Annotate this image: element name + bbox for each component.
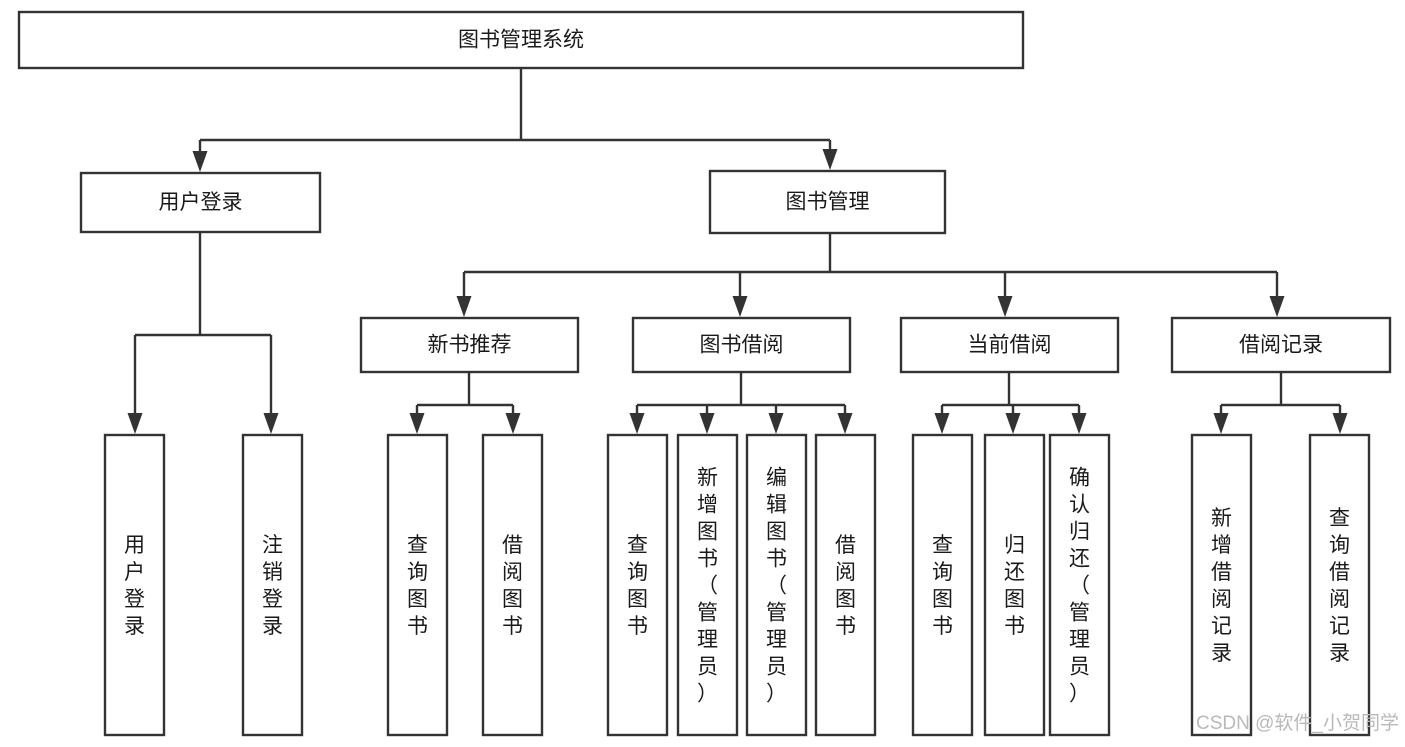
arrow-new-book-recommend-icon [456,296,472,317]
node-book-management[interactable]: 图书管理 [708,169,947,235]
node-label-new-book-recommend: 新书推荐 [428,334,512,357]
node-box-leaf-query-book-borrow[interactable] [606,433,669,737]
node-root[interactable]: 图书管理系统 [17,10,1025,70]
node-box-user-login[interactable] [79,171,322,234]
node-box-leaf-add-borrow-record[interactable] [1190,433,1253,737]
node-leaf-add-book-admin[interactable]: 新增图书（管理员） [676,433,739,737]
node-box-new-book-recommend[interactable] [359,316,580,374]
node-box-leaf-query-borrow-record[interactable] [1308,433,1371,737]
node-box-leaf-logout[interactable] [241,433,304,737]
node-label-book-management: 图书管理 [786,191,870,214]
node-label-leaf-borrow-book-recommend: 借阅图书 [502,534,523,638]
node-label-leaf-query-book-current: 查询图书 [932,534,953,638]
node-leaf-query-book-current[interactable]: 查询图书 [911,433,974,737]
node-box-leaf-user-login[interactable] [103,433,166,737]
node-label-borrow-record: 借阅记录 [1239,334,1323,357]
node-label-leaf-borrow-book: 借阅图书 [835,534,856,638]
node-label-leaf-user-login: 用户登录 [124,534,145,638]
node-box-leaf-query-book-recommend[interactable] [386,433,449,737]
arrow-current-borrow-icon [997,296,1013,317]
node-leaf-logout[interactable]: 注销登录 [241,433,304,737]
node-label-leaf-return-book: 归还图书 [1004,534,1025,638]
node-box-leaf-borrow-book-recommend[interactable] [481,433,544,737]
node-label-leaf-query-book-recommend: 查询图书 [407,534,428,638]
arrow-user-login-icon [192,151,208,172]
node-box-root[interactable] [17,10,1025,70]
arrow-book-borrow-icon [732,296,748,317]
arrow-leaf-9-icon [934,413,950,434]
arrow-leaf-10-icon [1005,413,1021,434]
node-box-book-management[interactable] [708,169,947,235]
node-leaf-add-borrow-record[interactable]: 新增借阅记录 [1190,433,1253,737]
node-leaf-return-book[interactable]: 归还图书 [983,433,1046,737]
node-leaf-confirm-return-admin[interactable]: 确认归还（管理员） [1048,433,1111,737]
arrow-borrow-record-icon [1269,296,1285,317]
node-box-current-borrow[interactable] [899,316,1120,374]
arrow-leaf-5-icon [629,413,645,434]
node-leaf-borrow-book[interactable]: 借阅图书 [814,433,877,737]
node-box-leaf-confirm-return-admin[interactable] [1048,433,1111,737]
watermark-layer: CSDN @软件_小贺同学 [1196,712,1399,734]
node-label-leaf-add-book-admin: 新增图书（管理员） [697,467,718,706]
arrow-leaf-12-icon [1213,413,1229,434]
nodes-layer: 图书管理系统用户登录图书管理新书推荐图书借阅当前借阅借阅记录用户登录注销登录查询… [17,10,1392,737]
node-new-book-recommend[interactable]: 新书推荐 [359,316,580,374]
node-label-leaf-edit-book-admin: 编辑图书（管理员） [766,467,787,706]
node-leaf-user-login[interactable]: 用户登录 [103,433,166,737]
arrow-leaf-3-icon [409,413,425,434]
arrowheads-layer [127,149,1348,434]
node-label-book-borrow: 图书借阅 [700,334,784,357]
node-label-leaf-query-book-borrow: 查询图书 [627,534,648,638]
node-label-leaf-logout: 注销登录 [262,534,283,638]
arrow-leaf-4-icon [505,413,521,434]
node-box-borrow-record[interactable] [1170,316,1392,374]
node-current-borrow[interactable]: 当前借阅 [899,316,1120,374]
node-borrow-record[interactable]: 借阅记录 [1170,316,1392,374]
node-label-root: 图书管理系统 [458,29,584,52]
arrow-leaf-11-icon [1071,413,1087,434]
node-box-leaf-add-book-admin[interactable] [676,433,739,737]
arrow-leaf-7-icon [768,413,784,434]
arrow-leaf-13-icon [1332,413,1348,434]
node-box-book-borrow[interactable] [631,316,852,374]
node-leaf-borrow-book-recommend[interactable]: 借阅图书 [481,433,544,737]
node-box-leaf-return-book[interactable] [983,433,1046,737]
node-label-leaf-add-borrow-record: 新增借阅记录 [1211,507,1232,665]
node-leaf-query-book-recommend[interactable]: 查询图书 [386,433,449,737]
arrow-leaf-1-icon [127,413,143,434]
arrow-leaf-6-icon [699,413,715,434]
node-label-current-borrow: 当前借阅 [968,334,1052,357]
csdn-watermark: CSDN @软件_小贺同学 [1196,712,1399,734]
arrow-leaf-8-icon [837,413,853,434]
arrow-book-management-icon [822,149,838,170]
node-box-leaf-borrow-book[interactable] [814,433,877,737]
node-box-leaf-edit-book-admin[interactable] [745,433,808,737]
connectors-layer [133,68,1342,428]
node-book-borrow[interactable]: 图书借阅 [631,316,852,374]
node-label-leaf-confirm-return-admin: 确认归还（管理员） [1069,467,1090,706]
node-leaf-query-borrow-record[interactable]: 查询借阅记录 [1308,433,1371,737]
node-label-leaf-query-borrow-record: 查询借阅记录 [1329,507,1350,665]
arrow-leaf-2-icon [263,413,279,434]
node-leaf-edit-book-admin[interactable]: 编辑图书（管理员） [745,433,808,737]
node-leaf-query-book-borrow[interactable]: 查询图书 [606,433,669,737]
node-user-login[interactable]: 用户登录 [79,171,322,234]
node-box-leaf-query-book-current[interactable] [911,433,974,737]
node-label-user-login: 用户登录 [159,191,243,214]
